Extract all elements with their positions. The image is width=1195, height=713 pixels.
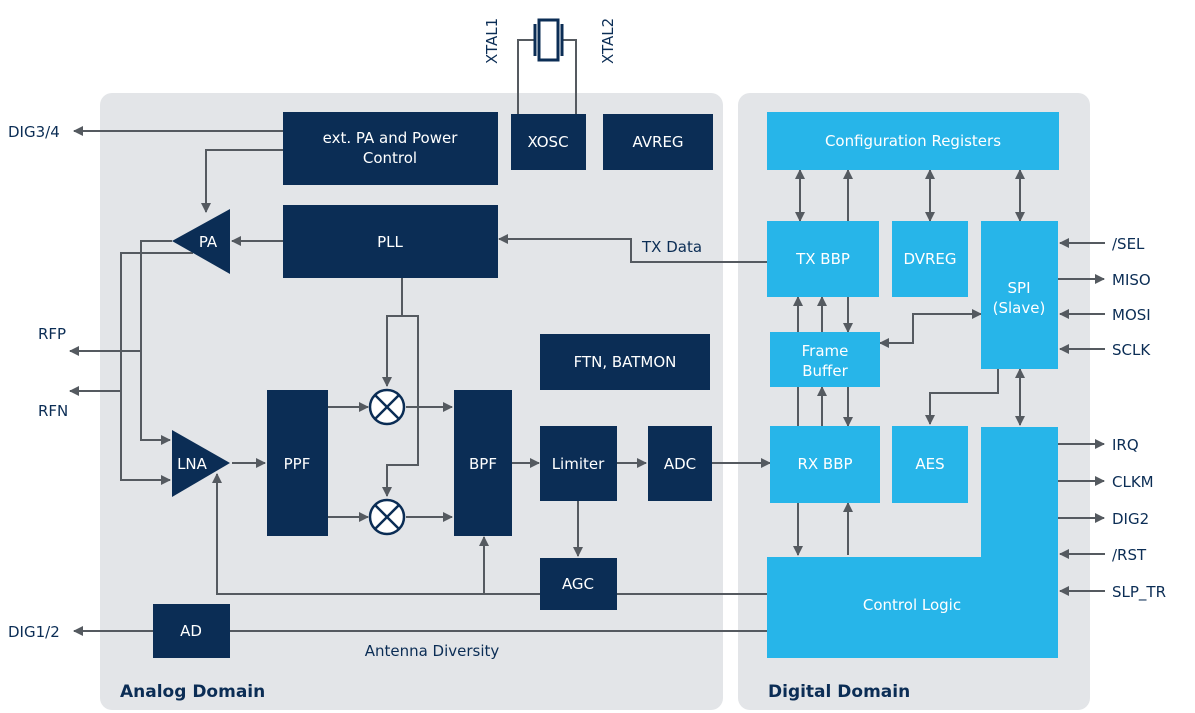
pin-sclk: SCLK [1112, 341, 1151, 359]
svg-text:SPI: SPI [1008, 279, 1031, 297]
adc-block: ADC [648, 426, 712, 501]
configuration-registers-block: Configuration Registers [767, 112, 1059, 170]
svg-text:LNA: LNA [177, 455, 208, 473]
pa-amplifier: PA [172, 209, 230, 274]
lna-amplifier: LNA [172, 430, 230, 497]
limiter-block: Limiter [540, 426, 617, 501]
svg-text:DVREG: DVREG [903, 250, 956, 268]
svg-text:Limiter: Limiter [552, 455, 605, 473]
svg-text:RX BBP: RX BBP [797, 455, 852, 473]
svg-text:FTN, BATMON: FTN, BATMON [574, 353, 677, 371]
pin-rfn: RFN [38, 402, 68, 420]
analog-domain-panel [100, 93, 723, 710]
svg-text:PPF: PPF [284, 455, 311, 473]
xtal2-label: XTAL2 [599, 18, 617, 64]
control-logic-block: Control Logic [767, 427, 1058, 658]
pin-dig3-4: DIG3/4 [8, 123, 60, 141]
ad-block: AD [153, 604, 230, 658]
crystal-symbol [533, 18, 564, 62]
pin-slp-tr: SLP_TR [1112, 583, 1166, 602]
svg-text:Buffer: Buffer [802, 362, 848, 380]
svg-text:Frame: Frame [802, 342, 849, 360]
bpf-block: BPF [454, 390, 512, 536]
ppf-block: PPF [267, 390, 328, 536]
xtal1-label: XTAL1 [483, 18, 501, 64]
mixer-i-icon [368, 388, 406, 426]
svg-text:Control Logic: Control Logic [863, 596, 961, 614]
pin-dig2: DIG2 [1112, 510, 1149, 528]
antenna-diversity-label: Antenna Diversity [365, 642, 500, 660]
pin-irq: IRQ [1112, 436, 1139, 454]
digital-domain-title: Digital Domain [768, 682, 910, 702]
pin-dig1-2: DIG1/2 [8, 623, 60, 641]
svg-text:ADC: ADC [664, 455, 696, 473]
pin-mosi: MOSI [1112, 306, 1151, 324]
avreg-block: AVREG [603, 114, 713, 170]
svg-text:ext. PA and Power: ext. PA and Power [323, 129, 459, 147]
svg-text:AGC: AGC [562, 575, 594, 593]
pll-block: PLL [283, 205, 498, 278]
svg-text:AES: AES [915, 455, 944, 473]
tx-bbp-block: TX BBP [767, 221, 879, 297]
svg-text:BPF: BPF [469, 455, 497, 473]
pin-rfp: RFP [38, 325, 66, 343]
pin-clkm: CLKM [1112, 473, 1154, 491]
xosc-block: XOSC [511, 114, 586, 170]
dvreg-block: DVREG [892, 221, 968, 297]
pin-miso: MISO [1112, 271, 1151, 289]
ext-pa-power-control-block: ext. PA and Power Control [283, 112, 498, 185]
frame-buffer-block: Frame Buffer [770, 332, 880, 387]
svg-text:PLL: PLL [377, 233, 403, 251]
svg-text:PA: PA [199, 233, 218, 251]
svg-text:Control: Control [363, 149, 417, 167]
agc-block: AGC [540, 558, 617, 610]
pin-sel: /SEL [1112, 235, 1145, 253]
ftn-batmon-block: FTN, BATMON [540, 334, 710, 390]
svg-text:(Slave): (Slave) [993, 299, 1046, 317]
svg-text:Configuration Registers: Configuration Registers [825, 132, 1001, 150]
svg-text:AVREG: AVREG [632, 133, 683, 151]
tx-data-label: TX Data [641, 238, 702, 256]
svg-text:AD: AD [180, 622, 202, 640]
rx-bbp-block: RX BBP [770, 426, 880, 503]
svg-text:XOSC: XOSC [527, 133, 568, 151]
svg-text:TX BBP: TX BBP [795, 250, 850, 268]
aes-block: AES [892, 426, 968, 503]
analog-domain-title: Analog Domain [120, 682, 265, 702]
spi-slave-block: SPI (Slave) [981, 221, 1058, 369]
mixer-q-icon [368, 498, 406, 536]
pin-rst: /RST [1112, 546, 1147, 564]
